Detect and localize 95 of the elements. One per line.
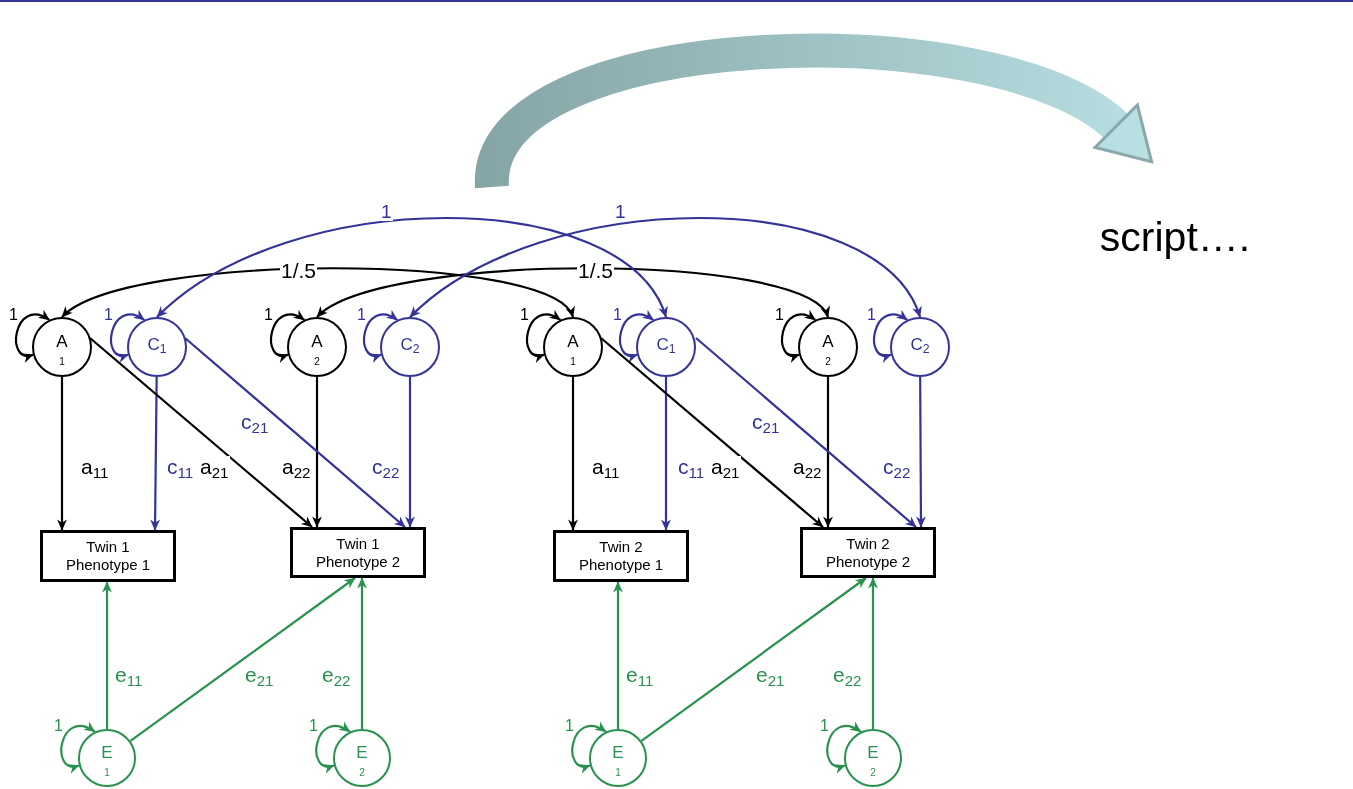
path-arrow xyxy=(568,377,578,531)
latent-factor-circle xyxy=(380,317,440,377)
factor-index: 1 xyxy=(615,768,621,778)
variance-loop-arrow xyxy=(110,310,145,362)
latent-factor-circle xyxy=(333,729,391,787)
factor-index: 1 xyxy=(59,357,65,367)
edge-label: 1/.5 xyxy=(577,260,615,281)
edge-label: c$_{21}$ xyxy=(751,411,781,435)
edge-label: 1 xyxy=(308,718,319,734)
edge-label: 1 xyxy=(8,307,19,323)
factor-label: C$_{2}$ xyxy=(400,335,420,358)
path-arrow xyxy=(661,377,671,531)
factor-label: E xyxy=(612,744,624,762)
phenotype-box xyxy=(40,530,176,582)
variance-loop-arrow xyxy=(781,310,816,362)
path-arrow xyxy=(868,577,878,729)
edge-label: 1 xyxy=(53,718,64,734)
covariance-arrow xyxy=(409,216,921,318)
edge-label: 1 xyxy=(380,202,393,221)
path-arrow xyxy=(129,577,356,742)
factor-label: E xyxy=(101,744,113,762)
covariance-arrow xyxy=(61,267,574,318)
factor-label: A xyxy=(567,333,579,351)
latent-factor-circle xyxy=(589,729,647,787)
factor-label: E xyxy=(867,744,879,762)
phenotype-box xyxy=(290,527,426,578)
script-caption: script…. xyxy=(1099,214,1251,261)
phenotype-label: Twin 2 Phenotype 2 xyxy=(824,534,912,571)
path-arrow xyxy=(640,577,867,742)
phenotype-label: Twin 1 Phenotype 1 xyxy=(64,538,152,574)
covariance-arrow xyxy=(156,216,667,318)
factor-index: 2 xyxy=(314,357,320,367)
path-arrow xyxy=(184,337,406,528)
factor-label: A xyxy=(822,333,834,351)
edge-label: 1 xyxy=(774,307,785,323)
path-arrow xyxy=(695,337,917,528)
variance-loop-arrow xyxy=(363,310,398,362)
factor-index: 2 xyxy=(359,768,365,778)
latent-factor-circle xyxy=(127,317,187,377)
latent-factor-circle xyxy=(78,729,136,787)
variance-loop-arrow xyxy=(15,310,50,362)
edge-label: a$_{21}$ xyxy=(710,456,741,480)
latent-factor-circle xyxy=(636,317,696,377)
path-arrow xyxy=(102,581,112,729)
factor-label: A xyxy=(56,333,68,351)
variance-loop-arrow xyxy=(873,310,908,362)
edge-label: 1 xyxy=(564,718,575,734)
phenotype-box xyxy=(800,527,936,578)
latent-factor-circle xyxy=(287,317,347,377)
factor-index: 2 xyxy=(825,357,831,367)
factor-index: 1 xyxy=(570,357,576,367)
phenotype-label: Twin 1 Phenotype 2 xyxy=(314,534,402,571)
phenotype-box xyxy=(553,530,689,582)
factor-index: 1 xyxy=(104,768,110,778)
variance-loop-arrow xyxy=(571,722,607,772)
path-arrow xyxy=(405,377,415,528)
factor-index: 2 xyxy=(870,768,876,778)
variance-loop-arrow xyxy=(315,722,351,772)
factor-label: E xyxy=(356,744,368,762)
edge-label: c$_{21}$ xyxy=(240,411,270,435)
path-arrow xyxy=(916,377,926,528)
latent-factor-circle xyxy=(543,317,603,377)
latent-factor-circle xyxy=(32,317,92,377)
factor-label: C$_{2}$ xyxy=(910,335,930,358)
path-arrow xyxy=(150,377,161,531)
path-arrow xyxy=(357,577,367,729)
path-arrow xyxy=(600,337,824,528)
path-arrow xyxy=(613,581,623,729)
edge-label: 1 xyxy=(612,307,623,323)
edge-label: 1 xyxy=(819,718,830,734)
edge-label: 1 xyxy=(103,307,114,323)
path-arrow xyxy=(312,377,322,528)
factor-label: C$_{1}$ xyxy=(147,335,167,358)
edge-label: 1/.5 xyxy=(280,260,318,281)
latent-factor-circle xyxy=(798,317,858,377)
factor-label: C$_{1}$ xyxy=(656,335,676,358)
edge-label: 1 xyxy=(356,307,367,323)
edge-label: a$_{21}$ xyxy=(199,456,230,480)
covariance-arrow xyxy=(316,267,829,318)
path-arrow xyxy=(823,377,833,528)
latent-factor-circle xyxy=(844,729,902,787)
phenotype-label: Twin 2 Phenotype 1 xyxy=(577,538,665,574)
variance-loop-arrow xyxy=(60,722,96,772)
variance-loop-arrow xyxy=(526,310,561,362)
edge-label: 1 xyxy=(519,307,530,323)
path-arrow xyxy=(57,377,67,531)
edge-label: 1 xyxy=(263,307,274,323)
path-arrow xyxy=(89,337,313,528)
edge-label: 1 xyxy=(866,307,877,323)
variance-loop-arrow xyxy=(619,310,654,362)
variance-loop-arrow xyxy=(270,310,305,362)
variance-loop-arrow xyxy=(826,722,862,772)
edge-label: 1 xyxy=(614,202,627,221)
latent-factor-circle xyxy=(890,317,950,377)
factor-label: A xyxy=(311,333,323,351)
